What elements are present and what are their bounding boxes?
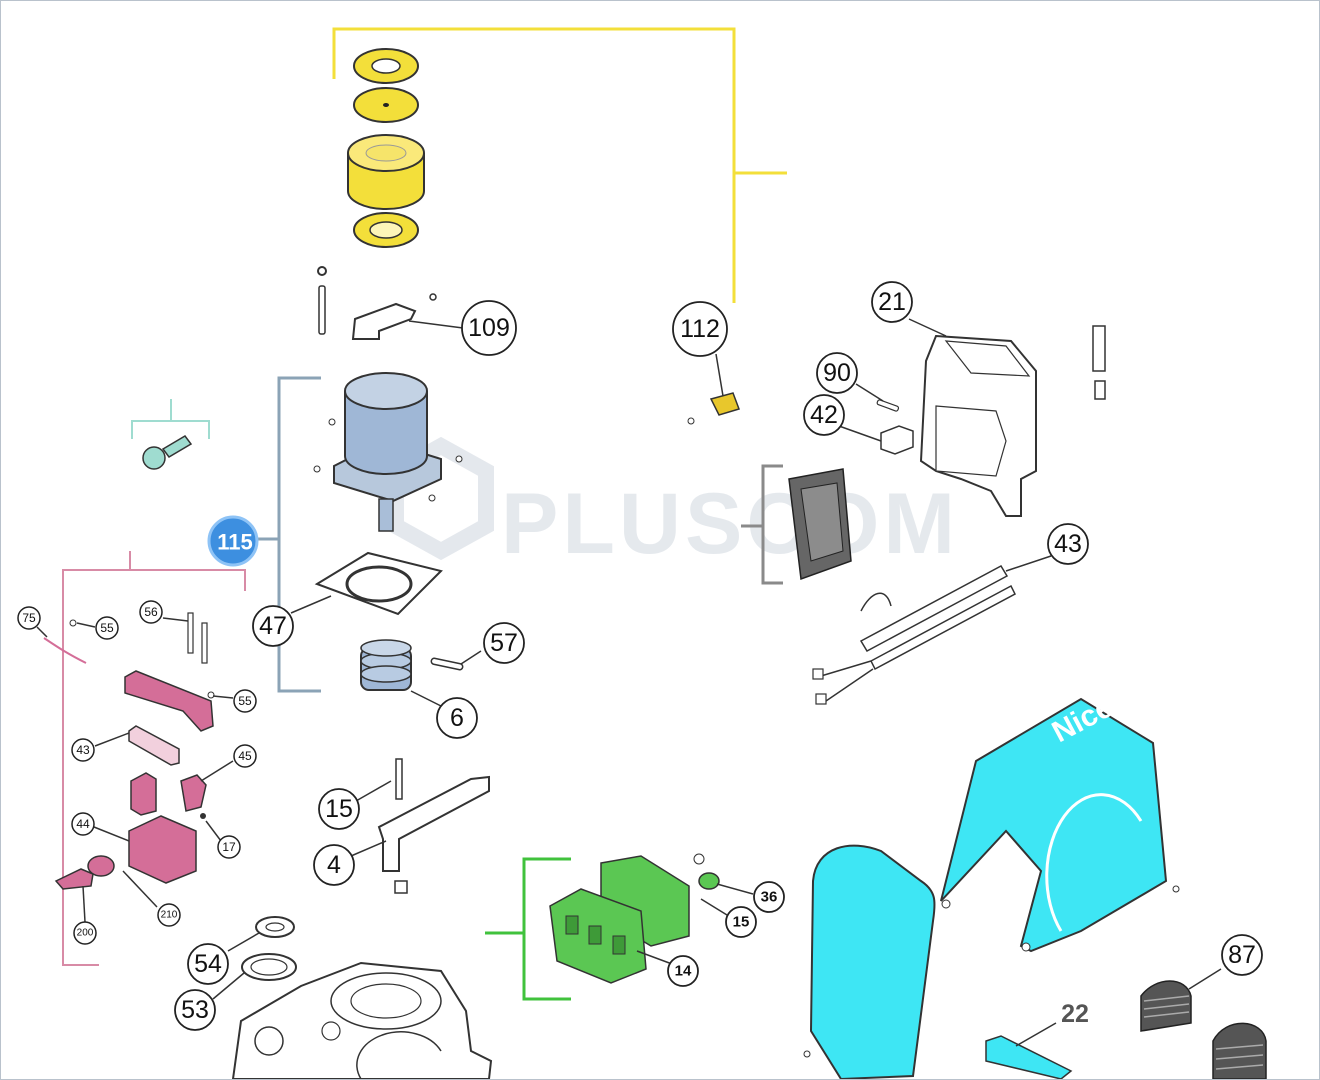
callout-4[interactable]: 4 [313,844,355,886]
callout-36-label: 36 [761,889,778,906]
callout-55-b-label: 55 [238,694,252,708]
callout-43-left-label: 43 [76,743,90,757]
callout-112-label: 112 [680,315,720,343]
callout-54-label: 54 [194,950,222,978]
callout-36[interactable]: 36 [753,881,785,913]
callout-56[interactable]: 56 [139,600,163,624]
callout-22-label: 22 [1061,1000,1089,1028]
yellow-filter-parts[interactable] [347,48,425,248]
receiver-module[interactable] [788,468,852,581]
callout-21-label: 21 [878,288,906,316]
callout-47[interactable]: 47 [252,605,294,647]
callout-15-green-label: 15 [733,914,750,931]
pin-90 [876,399,900,412]
callout-42[interactable]: 42 [803,394,845,436]
pink-release-parts[interactable] [43,612,215,890]
lever-4[interactable] [377,758,490,894]
green-control-board[interactable] [549,853,720,984]
gasket-plate[interactable] [314,551,443,616]
bracket-109-parts[interactable] [317,266,437,340]
terminal-42[interactable] [880,425,914,455]
callout-200[interactable]: 200 [73,921,97,945]
callout-90[interactable]: 90 [816,352,858,394]
motor-cover[interactable]: Nice [803,690,1180,1079]
callout-200-label: 200 [77,928,94,939]
callout-4-label: 4 [327,851,341,879]
callout-42-label: 42 [810,401,838,429]
callout-44-label: 44 [76,817,90,831]
callout-87[interactable]: 87 [1221,934,1263,976]
callout-43-left[interactable]: 43 [71,738,95,762]
motor[interactable] [313,372,463,532]
callout-55-b[interactable]: 55 [233,689,257,713]
callout-45-label: 45 [238,749,252,763]
callout-45[interactable]: 45 [233,744,257,768]
callout-53-label: 53 [181,996,209,1024]
callout-43-right-label: 43 [1054,530,1082,558]
washers[interactable] [241,916,297,981]
callout-109-label: 109 [468,314,510,342]
leader-lines [36,318,1222,1047]
part-112[interactable] [687,392,740,425]
pink-group-bracket [62,551,246,966]
callout-22[interactable]: 22 [1061,1000,1089,1028]
base-housing[interactable] [231,961,493,1079]
callout-109[interactable]: 109 [461,300,517,356]
callout-17[interactable]: 17 [217,835,241,859]
green-group-bracket [485,857,571,1001]
callout-57-label: 57 [490,629,518,657]
cable-harness-43[interactable] [812,565,1016,705]
pulley-6[interactable] [360,639,412,691]
grey-group-bracket [741,464,783,585]
callout-47-label: 47 [259,612,287,640]
callout-15-label: 15 [325,795,353,823]
callout-43-right[interactable]: 43 [1047,523,1089,565]
badge-115-label: 115 [217,530,253,555]
pin-57 [430,657,464,671]
callouts: 109 112 21 90 42 43 47 57 6 15 4 54 53 8… [17,281,1263,1031]
callout-210[interactable]: 210 [157,903,181,927]
callout-44[interactable]: 44 [71,812,95,836]
callout-6[interactable]: 6 [436,697,478,739]
callout-112[interactable]: 112 [672,301,728,357]
yellow-group-bracket [332,27,787,303]
callout-15[interactable]: 15 [318,788,360,830]
callout-210-label: 210 [161,910,178,921]
callout-55-a[interactable]: 55 [95,616,119,640]
callout-6-label: 6 [450,704,464,732]
callout-90-label: 90 [823,359,851,387]
control-box-21[interactable] [919,325,1106,517]
blue-group-bracket [256,376,321,693]
callout-14[interactable]: 14 [667,955,699,987]
callout-55-a-label: 55 [100,621,114,635]
callout-53[interactable]: 53 [174,989,216,1031]
callout-75[interactable]: 75 [17,606,41,630]
callout-57[interactable]: 57 [483,622,525,664]
callout-15-green[interactable]: 15 [725,906,757,938]
callout-75-label: 75 [22,611,36,625]
callout-14-label: 14 [675,963,692,980]
callout-87-label: 87 [1228,941,1256,969]
watermark-text: PLUSCOM [501,476,959,572]
teal-key-group[interactable] [131,399,210,470]
callout-17-label: 17 [222,840,236,854]
callout-54[interactable]: 54 [187,943,229,985]
callout-21[interactable]: 21 [871,281,913,323]
badge-115[interactable]: 115 [207,515,259,567]
watermark: PLUSCOM [388,436,959,572]
vent-grilles[interactable] [1140,980,1267,1079]
callout-56-label: 56 [144,605,158,619]
